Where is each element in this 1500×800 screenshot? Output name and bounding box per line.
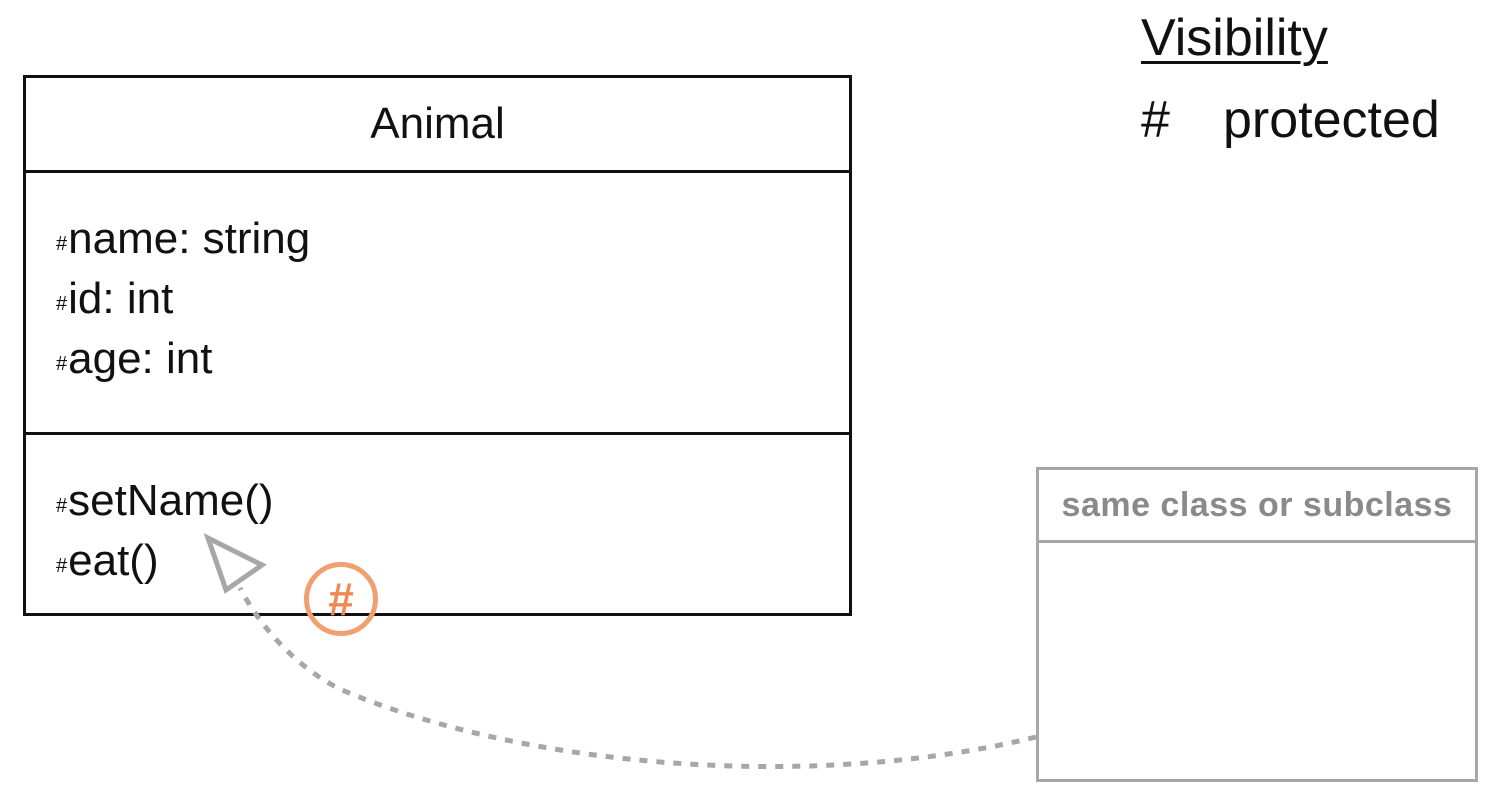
method-row: #eat() [56,531,849,591]
method-text: eat() [68,536,159,585]
attribute-row: #id: int [56,269,849,329]
legend-symbol: # [1141,91,1170,149]
visibility-symbol: # [56,555,68,577]
scope-class-box: same class or subclass [1036,467,1478,782]
attribute-text: name: string [68,214,311,263]
protected-badge-icon: # [304,562,378,636]
animal-class-box: Animal #name: string #id: int #age: int … [23,75,852,616]
attribute-text: id: int [68,274,174,323]
scope-box-header: same class or subclass [1039,470,1475,543]
badge-symbol: # [328,573,354,625]
attribute-text: age: int [68,334,213,383]
legend-entry: # protected [1141,90,1440,150]
method-text: setName() [68,476,274,525]
attribute-row: #name: string [56,209,849,269]
legend-title: Visibility [1141,9,1328,67]
attribute-row: #age: int [56,329,849,389]
class-name: Animal [26,78,849,173]
legend-label: protected [1223,91,1440,149]
visibility-symbol: # [56,293,68,315]
methods-compartment: #setName() #eat() [26,435,849,591]
visibility-symbol: # [56,495,68,517]
visibility-symbol: # [56,353,68,375]
attributes-compartment: #name: string #id: int #age: int [26,173,849,435]
method-row: #setName() [56,471,849,531]
visibility-symbol: # [56,233,68,255]
